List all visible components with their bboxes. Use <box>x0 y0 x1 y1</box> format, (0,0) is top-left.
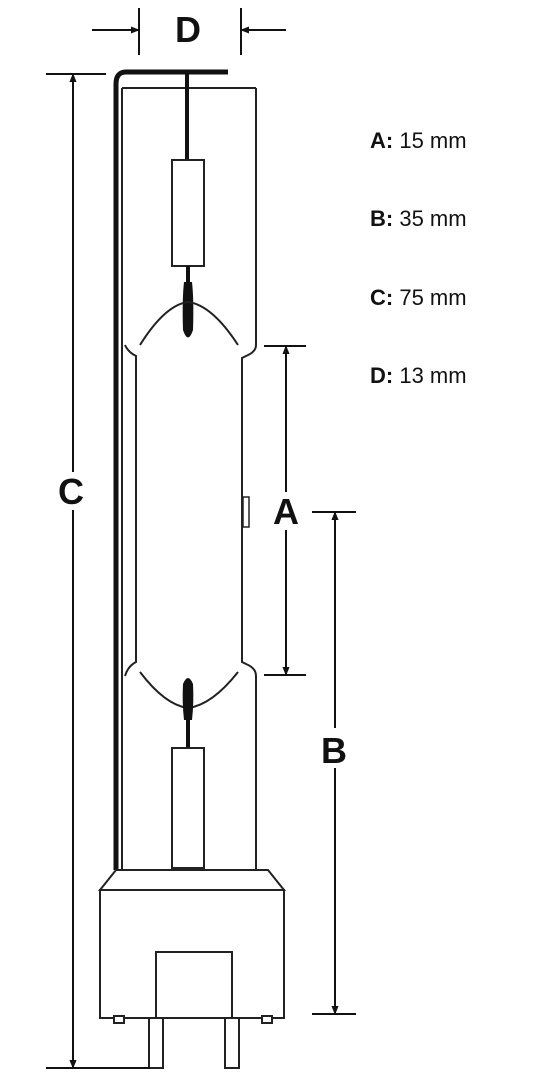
legend-key: D: <box>370 363 394 388</box>
legend-value: 35 mm <box>399 206 467 231</box>
legend-item-d: D: 13 mm <box>370 363 467 389</box>
dimension-label-d: D <box>175 9 201 50</box>
lamp-tube <box>121 87 257 870</box>
legend-key: C: <box>370 285 394 310</box>
legend-value: 13 mm <box>399 363 467 388</box>
lamp-base <box>97 869 287 1069</box>
dimension-label-b: B <box>321 730 347 771</box>
legend-item-c: C: 75 mm <box>370 285 467 311</box>
dimension-b: B <box>312 511 356 1015</box>
return-wire <box>113 69 228 870</box>
upper-molybdenum-foil <box>171 159 205 267</box>
legend-key: B: <box>370 206 394 231</box>
legend-item-b: B: 35 mm <box>370 206 467 232</box>
dimension-a: A <box>264 345 306 676</box>
base-pin-right <box>224 1017 240 1069</box>
legend-value: 15 mm <box>399 128 467 153</box>
lower-electrode-assembly <box>139 671 239 869</box>
tube-tip <box>242 496 250 528</box>
base-pin-left <box>148 1017 164 1069</box>
legend-key: A: <box>370 128 394 153</box>
dimension-d: D <box>92 8 286 55</box>
upper-electrode-assembly <box>139 72 239 346</box>
dimension-label-a: A <box>273 491 299 532</box>
lower-molybdenum-foil <box>171 747 205 869</box>
dimension-label-c: C <box>58 471 84 512</box>
legend-item-a: A: 15 mm <box>370 128 467 154</box>
legend-value: 75 mm <box>399 285 467 310</box>
dimension-c: C <box>46 73 150 1069</box>
